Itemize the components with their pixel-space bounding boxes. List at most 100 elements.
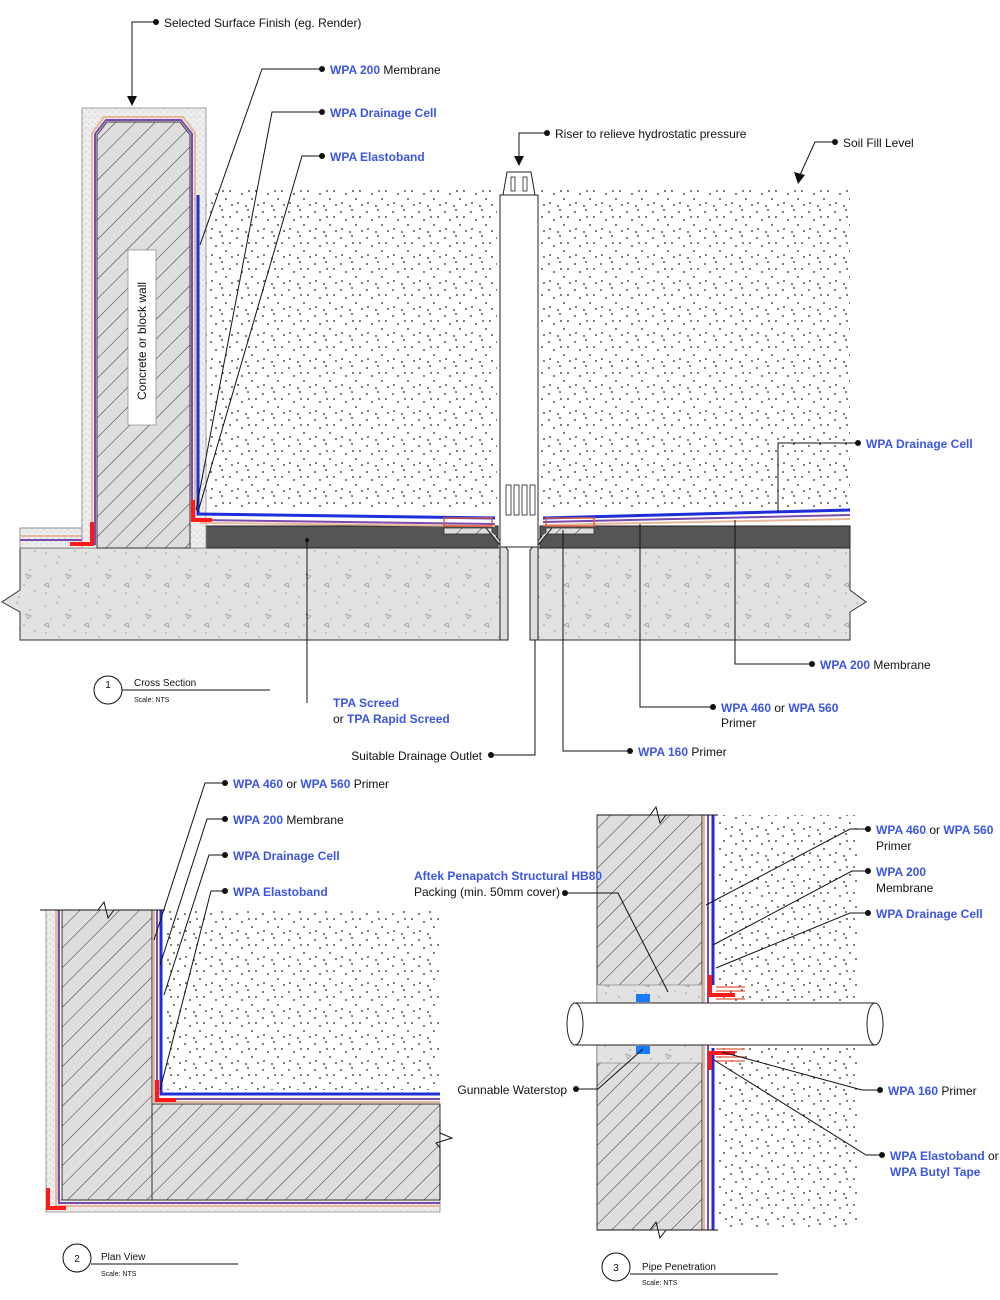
plan-drainage-line <box>58 910 440 1204</box>
leader-elastoband: WPA Elastoband <box>197 150 425 513</box>
label-surface-finish: Selected Surface Finish (eg. Render) <box>164 16 361 30</box>
svg-text:WPA 200: WPA 200 <box>876 865 926 879</box>
label-drainage-cell-right: WPA Drainage Cell <box>866 437 973 451</box>
plan-elastoband-corner <box>46 1188 66 1210</box>
title-name-1: Cross Section <box>134 678 196 689</box>
leader-surface-finish: Selected Surface Finish (eg. Render) <box>127 16 361 106</box>
pipe-leader-membrane: WPA 200 Membrane <box>712 865 934 946</box>
outlet-tape-right <box>545 517 595 527</box>
pipe-break-bottom <box>597 1220 718 1240</box>
plan-wall-vertical <box>61 909 153 1201</box>
elastoband-corner-inner <box>191 500 212 522</box>
drainage-cell-line-left <box>199 519 496 525</box>
svg-text:WPA 200 Membrane: WPA 200 Membrane <box>233 813 344 827</box>
svg-text:WPA 200 Membrane: WPA 200 Membrane <box>820 658 931 672</box>
plan-wall-horizontal <box>151 1103 441 1201</box>
screed-layer-right <box>539 525 851 549</box>
leader-riser: Riser to relieve hydrostatic pressure <box>514 127 747 166</box>
label-wpa200: WPA 200 <box>330 63 380 77</box>
wall-label: Concrete or block wall <box>135 282 149 400</box>
leader-drainage-outlet: Suitable Drainage Outlet <box>351 640 536 763</box>
svg-text:Primer: Primer <box>876 839 911 853</box>
svg-text:Scale: NTS: Scale: NTS <box>642 1280 678 1287</box>
svg-text:or TPA Rapid Screed: or TPA Rapid Screed <box>333 712 450 726</box>
plan-break-line <box>40 900 165 920</box>
primer-line-right <box>542 518 851 526</box>
cross-section-detail: Concrete or block wall <box>1 16 973 763</box>
leader-soil-fill: Soil Fill Level <box>794 136 914 184</box>
label-primer-word: Primer <box>721 716 756 730</box>
svg-text:WPA 160 Primer: WPA 160 Primer <box>638 745 727 759</box>
pipe-tape-top <box>716 986 745 1000</box>
pipe-penetration-detail: WPA 460 or WPA 560 Primer WPA 200 Membra… <box>414 805 999 1287</box>
leader-wpa200-membrane: WPA 200 Membrane <box>199 63 441 246</box>
leader-primer-460: WPA 460 or WPA 560 Primer <box>639 524 839 730</box>
svg-text:3: 3 <box>613 1263 619 1274</box>
svg-text:WPA 460 or WPA 560: WPA 460 or WPA 560 <box>876 823 994 837</box>
penetrating-pipe <box>566 1002 884 1046</box>
elastoband-corner-outer <box>70 522 94 546</box>
label-membrane-word: Membrane <box>380 63 441 77</box>
svg-text:2: 2 <box>74 1254 80 1265</box>
pipe-elastoband-top <box>708 975 735 997</box>
pipe-leader-elastoband: WPA Elastoband or WPA Butyl Tape <box>713 1059 999 1179</box>
plan-leader-primer: WPA 460 or WPA 560 Primer <box>153 777 389 941</box>
label-riser: Riser to relieve hydrostatic pressure <box>555 127 747 141</box>
wall-primer-line <box>91 116 196 545</box>
leader-wpa200-right: WPA 200 Membrane <box>734 520 931 672</box>
plan-view-detail: WPA 460 or WPA 560 Primer WPA 200 Membra… <box>40 777 454 1278</box>
svg-text:WPA Drainage Cell: WPA Drainage Cell <box>876 907 983 921</box>
leader-drainage-cell: WPA Drainage Cell <box>195 106 437 511</box>
svg-text:WPA 160 Primer: WPA 160 Primer <box>888 1084 977 1098</box>
membrane-line-left <box>196 195 496 520</box>
pipe-leader-wpa160: WPA 160 Primer <box>721 1051 977 1098</box>
outlet-plate-left <box>443 527 493 535</box>
outlet-plate-right <box>545 527 595 535</box>
plan-leader-elastoband: WPA Elastoband <box>159 885 328 1091</box>
title-name-2: Plan View <box>101 1252 146 1263</box>
pipe-leader-primer: WPA 460 or WPA 560 Primer <box>705 823 994 906</box>
riser-pipe <box>499 171 539 548</box>
label-drainage-outlet: Suitable Drainage Outlet <box>351 749 482 763</box>
pipe-break-top <box>597 805 718 825</box>
drainage-outlet <box>485 527 553 641</box>
pipe-leader-packing: Aftek Penapatch Structural HB80 Packing … <box>414 869 669 993</box>
concrete-base-slab <box>1 547 867 641</box>
svg-text:WPA Elastoband or: WPA Elastoband or <box>890 1149 999 1163</box>
svg-text:WPA 200 Membrane: WPA 200 Membrane <box>330 63 441 77</box>
wall-drainage-cell-line <box>94 119 193 545</box>
plan-leader-drainage: WPA Drainage Cell <box>163 849 340 996</box>
svg-text:WPA 460 or WPA 560: WPA 460 or WPA 560 <box>721 701 839 715</box>
svg-text:Gunnable Waterstop: Gunnable Waterstop <box>457 1083 567 1097</box>
pipe-leader-drainage: WPA Drainage Cell <box>715 907 983 969</box>
plan-label-elastoband: WPA Elastoband <box>233 885 328 899</box>
label-wpa200-right: WPA 200 <box>820 658 870 672</box>
leader-wpa160: WPA 160 Primer <box>562 530 727 759</box>
plan-inner-membrane <box>159 910 440 1096</box>
plan-label-drainage: WPA Drainage Cell <box>233 849 340 863</box>
label-soil-fill: Soil Fill Level <box>843 136 914 150</box>
waterstop-bottom <box>636 1046 650 1054</box>
label-drainage-cell: WPA Drainage Cell <box>330 106 437 120</box>
title-name-3: Pipe Penetration <box>642 1262 716 1273</box>
plan-break-right <box>435 1120 454 1200</box>
svg-text:Aftek Penapatch Structural HB8: Aftek Penapatch Structural HB80 <box>414 869 602 883</box>
pipe-leader-waterstop: Gunnable Waterstop <box>457 1048 644 1097</box>
plan-inner-primer <box>153 910 440 1103</box>
svg-text:Scale: NTS: Scale: NTS <box>101 1271 137 1278</box>
title-scale-1: Scale: NTS <box>134 697 170 704</box>
outlet-tape-left <box>443 517 493 527</box>
plan-inner-elastoband <box>155 1080 176 1102</box>
leader-screed: TPA Screed or TPA Rapid Screed <box>305 538 450 726</box>
wall-text-panel <box>127 249 157 426</box>
waterstop-top <box>636 994 650 1002</box>
svg-text:Packing (min. 50mm cover): Packing (min. 50mm cover) <box>414 885 560 899</box>
title-block-1: 1 Cross Section Scale: NTS <box>93 675 270 705</box>
membrane-line-right <box>542 508 851 520</box>
svg-text:WPA 460 or WPA 560 Primer: WPA 460 or WPA 560 Primer <box>233 777 389 791</box>
label-elastoband: WPA Elastoband <box>330 150 425 164</box>
title-block-3: 3 Pipe Penetration Scale: NTS <box>601 1252 778 1287</box>
plan-leader-membrane: WPA 200 Membrane <box>159 813 344 966</box>
title-number-1: 1 <box>105 680 111 691</box>
